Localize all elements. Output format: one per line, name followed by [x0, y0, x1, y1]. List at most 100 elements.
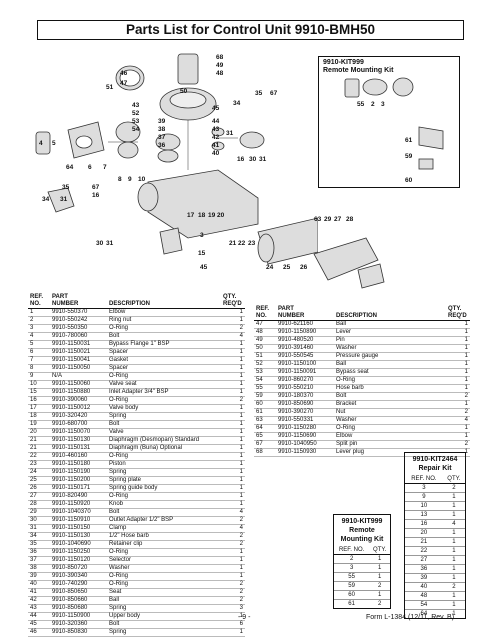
cell-part-number: 9910-1150012	[50, 404, 107, 413]
kit-callout-61: 61	[405, 137, 413, 144]
callout-16: 16	[237, 156, 245, 163]
remote-kit-table: 9910-KIT999 Remote Mounting Kit REF. NO.…	[333, 514, 391, 609]
cell-part-number: 9910-480520	[276, 336, 334, 345]
parts-table-right: REF. NO. PART NUMBER DESCRIPTION QTY. RE…	[254, 306, 470, 457]
remote-mounting-kit-box: 9910-KIT999 Remote Mounting Kit 55 2 3 6…	[318, 56, 460, 188]
cell-ref-no: 9	[28, 372, 50, 381]
cell-part-number: 9910-621160	[276, 320, 334, 329]
cell-ref-no: 3	[405, 483, 443, 493]
cell-ref-no: 31	[28, 524, 50, 533]
callout-24: 24	[266, 264, 274, 271]
cell-qty: 4	[221, 524, 245, 533]
callout-28: 28	[346, 216, 354, 223]
cell-qty: 1	[221, 572, 245, 581]
callout-50: 50	[180, 88, 188, 95]
cell-qty: 1	[442, 555, 465, 565]
callout-20: 20	[217, 212, 225, 219]
cell-ref-no: 61	[334, 599, 370, 608]
callout-30: 30	[249, 156, 257, 163]
kit-callout-3: 3	[381, 101, 385, 108]
cell-qty: 1	[221, 548, 245, 557]
cell-description: O-Ring	[107, 372, 221, 381]
cell-description: O-Ring	[107, 572, 221, 581]
cell-description: Valve	[107, 428, 221, 437]
col-description: DESCRIPTION	[107, 294, 221, 309]
cell-qty: 1	[442, 573, 465, 583]
cell-qty: 1	[442, 564, 465, 574]
callout-68: 68	[216, 54, 224, 61]
col-part-number: PART NUMBER	[50, 294, 107, 309]
cell-ref-no: 52	[254, 360, 276, 369]
callout-37: 37	[158, 134, 166, 141]
callout-10: 10	[138, 176, 146, 183]
cell-ref-no: 28	[28, 500, 50, 509]
cell-description: Bracket	[334, 400, 446, 409]
cell-description: O-Ring	[107, 324, 221, 333]
cell-ref-no: 29	[28, 508, 50, 517]
cell-qty: 2	[221, 540, 245, 549]
kit-callout-60: 60	[405, 177, 413, 184]
cell-description: O-Ring	[107, 396, 221, 405]
cell-part-number: 9910-550210	[276, 384, 334, 393]
cell-ref-no: 43	[28, 604, 50, 613]
cell-ref-no: 20	[28, 428, 50, 437]
callout-19: 19	[208, 212, 216, 219]
cell-ref-no: 25	[28, 476, 50, 485]
cell-ref-no: 3	[334, 563, 370, 573]
remote-kit-table-title: 9910-KIT999 Remote Mounting Kit	[340, 518, 384, 543]
cell-ref-no: 21	[28, 436, 50, 445]
callout-34b: 34	[42, 196, 50, 203]
cell-ref-no: 42	[28, 596, 50, 605]
callout-36: 36	[158, 142, 166, 149]
cell-qty: 1	[446, 336, 470, 345]
cell-ref-no: 50	[254, 344, 276, 353]
cell-description: O-Ring	[334, 376, 446, 385]
cell-qty: 1	[369, 563, 390, 573]
cell-description: Upper body	[107, 612, 221, 621]
cell-qty: 1	[369, 590, 390, 600]
cell-qty: 1	[446, 424, 470, 433]
callout-67: 67	[270, 90, 278, 97]
callout-5: 5	[52, 140, 56, 147]
cell-qty: 1	[442, 537, 465, 547]
cell-ref-no: 27	[28, 492, 50, 501]
cell-qty: 1	[442, 591, 465, 601]
cell-description: Clamp	[107, 524, 221, 533]
cell-qty: 2	[221, 324, 245, 333]
cell-description: Hose barb	[334, 384, 446, 393]
cell-qty: 4	[442, 519, 465, 529]
cell-description: Spacer	[107, 364, 221, 373]
cell-description: Pin	[334, 336, 446, 345]
cell-description: Washer	[334, 344, 446, 353]
callout-67b: 67	[92, 184, 100, 191]
cell-ref-no: 65	[254, 432, 276, 441]
cell-description: Lever	[334, 328, 446, 337]
cell-qty: 1	[221, 380, 245, 389]
cell-qty: 1	[446, 400, 470, 409]
cell-part-number: 9910-820490	[50, 492, 107, 501]
cell-ref-no: 55	[334, 572, 370, 582]
col-qty: QTY.	[369, 546, 390, 555]
cell-ref-no: 51	[254, 352, 276, 361]
cell-description: Ball	[334, 360, 446, 369]
cell-part-number: 9910-1150200	[50, 476, 107, 485]
cell-part-number: 9910-550242	[50, 316, 107, 325]
cell-description: O-Ring	[107, 548, 221, 557]
cell-description: Valve body	[107, 404, 221, 413]
cell-part-number: 9910-1150171	[50, 484, 107, 493]
title-box: Parts List for Control Unit 9910-BMH50	[37, 20, 464, 40]
